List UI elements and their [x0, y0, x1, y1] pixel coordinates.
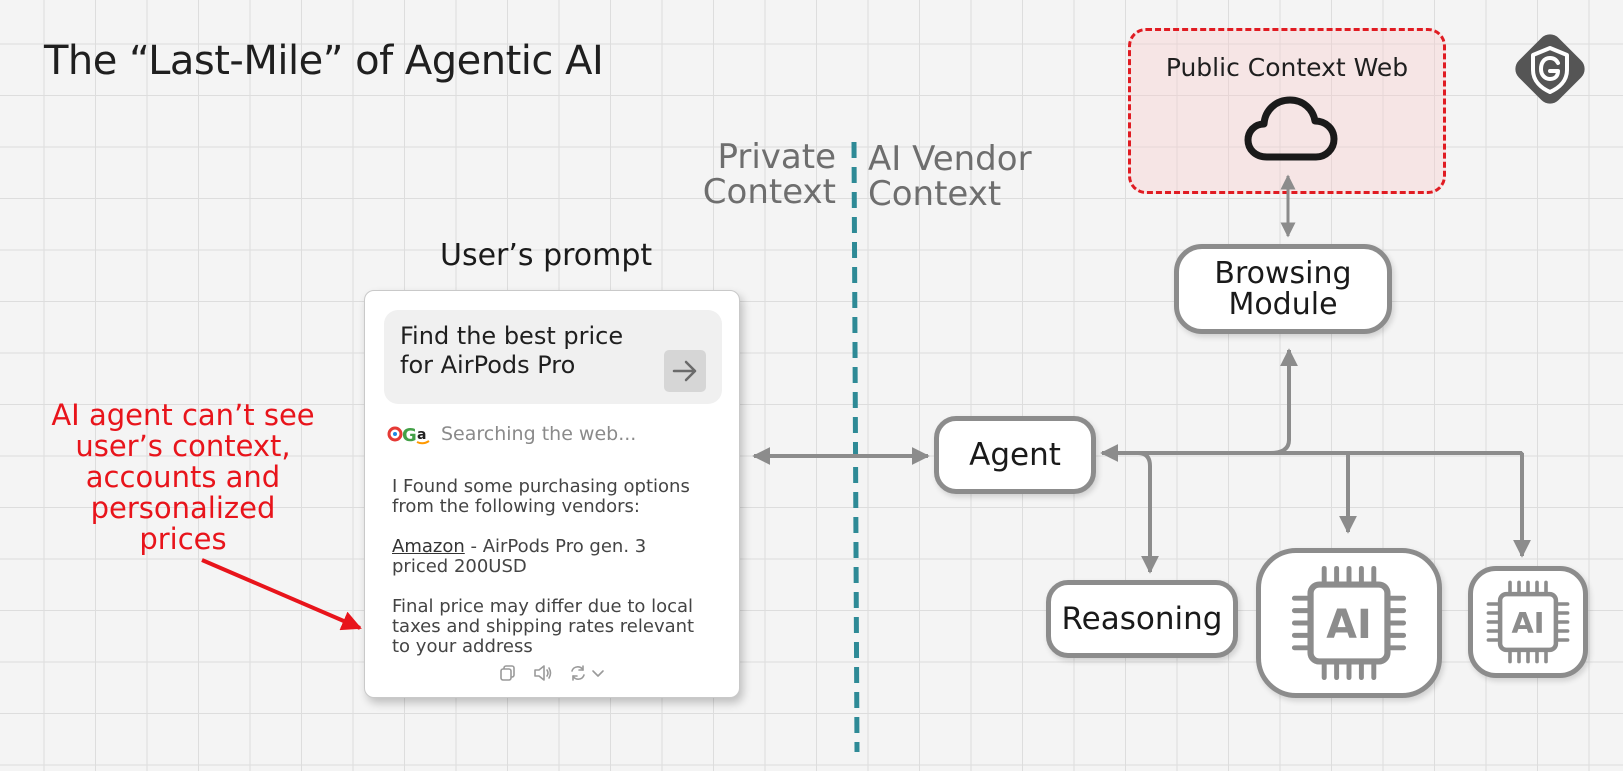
vendor-option: Amazon - AirPods Pro gen. 3 priced 200US… — [392, 536, 647, 577]
send-button[interactable] — [664, 350, 706, 392]
svg-text:a: a — [417, 427, 426, 443]
arrow-right-icon — [672, 360, 697, 382]
annotation-note: AI agent can’t see user’s context, accou… — [51, 398, 315, 556]
ai-vendor-context-label: AI Vendor Context — [868, 139, 1032, 214]
shield-g-logo-icon — [1515, 34, 1585, 104]
ai-chip-node-small: AI — [1468, 566, 1588, 678]
ai-chip-label: AI — [1326, 602, 1371, 648]
public-context-label: Public Context Web — [1165, 53, 1409, 82]
refresh-icon[interactable] — [568, 663, 588, 683]
svg-text:G: G — [402, 425, 417, 446]
agent-browsing-arrow — [1269, 348, 1298, 455]
agent-node: Agent — [934, 416, 1096, 494]
ai-chip-node-large: AI — [1256, 548, 1442, 698]
public-context-web: Public Context Web — [1128, 28, 1446, 194]
private-context-label: Private Context — [702, 137, 836, 212]
ai-chip-label: AI — [1511, 606, 1544, 640]
response-actions — [365, 663, 739, 683]
chevron-down-icon[interactable] — [590, 663, 606, 683]
agent-reasoning-arrow — [1137, 451, 1159, 574]
status-text: Searching the web... — [441, 423, 637, 445]
reasoning-node: Reasoning — [1046, 580, 1238, 658]
context-divider — [851, 141, 860, 753]
browsing-module-node: Browsing Module — [1174, 244, 1392, 334]
price-disclaimer: Final price may differ due to local taxe… — [392, 596, 695, 657]
prompt-input[interactable]: Find the best price for AirPods Pro — [384, 310, 722, 404]
ai-chip-icon: AI — [1486, 580, 1570, 664]
users-prompt-label: User’s prompt — [440, 238, 653, 273]
copy-icon[interactable] — [498, 663, 518, 683]
annotation-arrow — [201, 558, 362, 631]
page-title: The “Last-Mile” of Agentic AI — [44, 38, 604, 84]
speaker-icon[interactable] — [532, 663, 554, 683]
vendor-link-amazon[interactable]: Amazon — [392, 536, 465, 557]
status-row: G a Searching the web... — [387, 419, 636, 449]
response-intro: I Found some purchasing options from the… — [392, 476, 690, 517]
regenerate-control[interactable] — [568, 663, 606, 683]
cloud-icon — [1244, 96, 1338, 161]
chat-window: Find the best price for AirPods Pro G a … — [364, 290, 740, 698]
ai-chip-icon: AI — [1291, 565, 1407, 681]
ogga-logo-icon: G a — [387, 425, 430, 446]
